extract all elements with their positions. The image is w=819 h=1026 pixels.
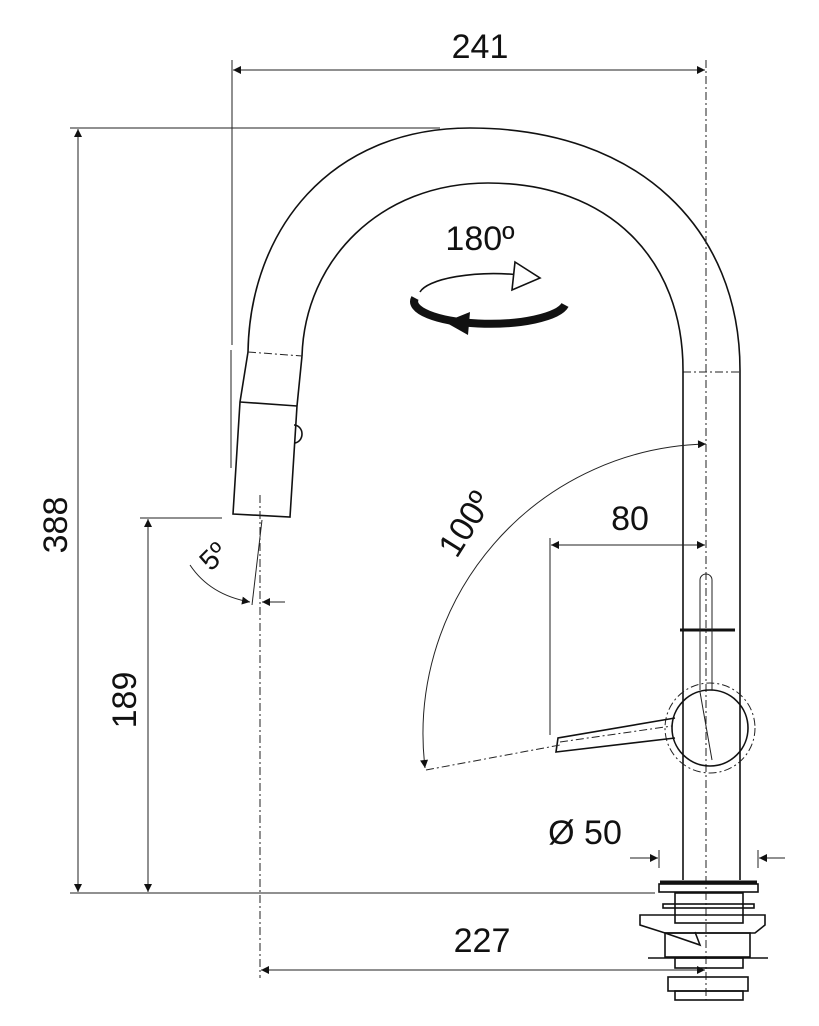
spray-head [230, 350, 303, 518]
dimension-label-388: 388 [37, 497, 75, 554]
dimension-diameter-50: Ø 50 [548, 814, 785, 868]
spray-tilt-5-indicator: 5º [189, 519, 285, 606]
angle-label-180: 180º [445, 220, 514, 258]
angle-label-100: 100º [431, 485, 500, 564]
lever-handle [555, 682, 756, 774]
dimension-241: 241 [231, 28, 705, 345]
dimension-388: 388 [37, 127, 655, 894]
dimension-label-189: 189 [106, 672, 144, 729]
lever-rotation-100-indicator: 100º [420, 440, 707, 771]
dimension-227: 227 [259, 495, 705, 978]
dimension-label-241: 241 [452, 28, 509, 66]
angle-label-5: 5º [193, 536, 233, 576]
dimension-label-80: 80 [611, 500, 649, 538]
mounting-base [639, 880, 768, 1001]
dimension-189: 189 [106, 517, 222, 892]
dimension-label-diameter: Ø 50 [548, 814, 622, 852]
dimension-label-227: 227 [454, 922, 511, 960]
faucet-body [680, 60, 741, 1000]
spout [247, 127, 741, 373]
dimension-80: 80 [549, 500, 705, 735]
swivel-180-indicator: 180º [410, 220, 569, 335]
